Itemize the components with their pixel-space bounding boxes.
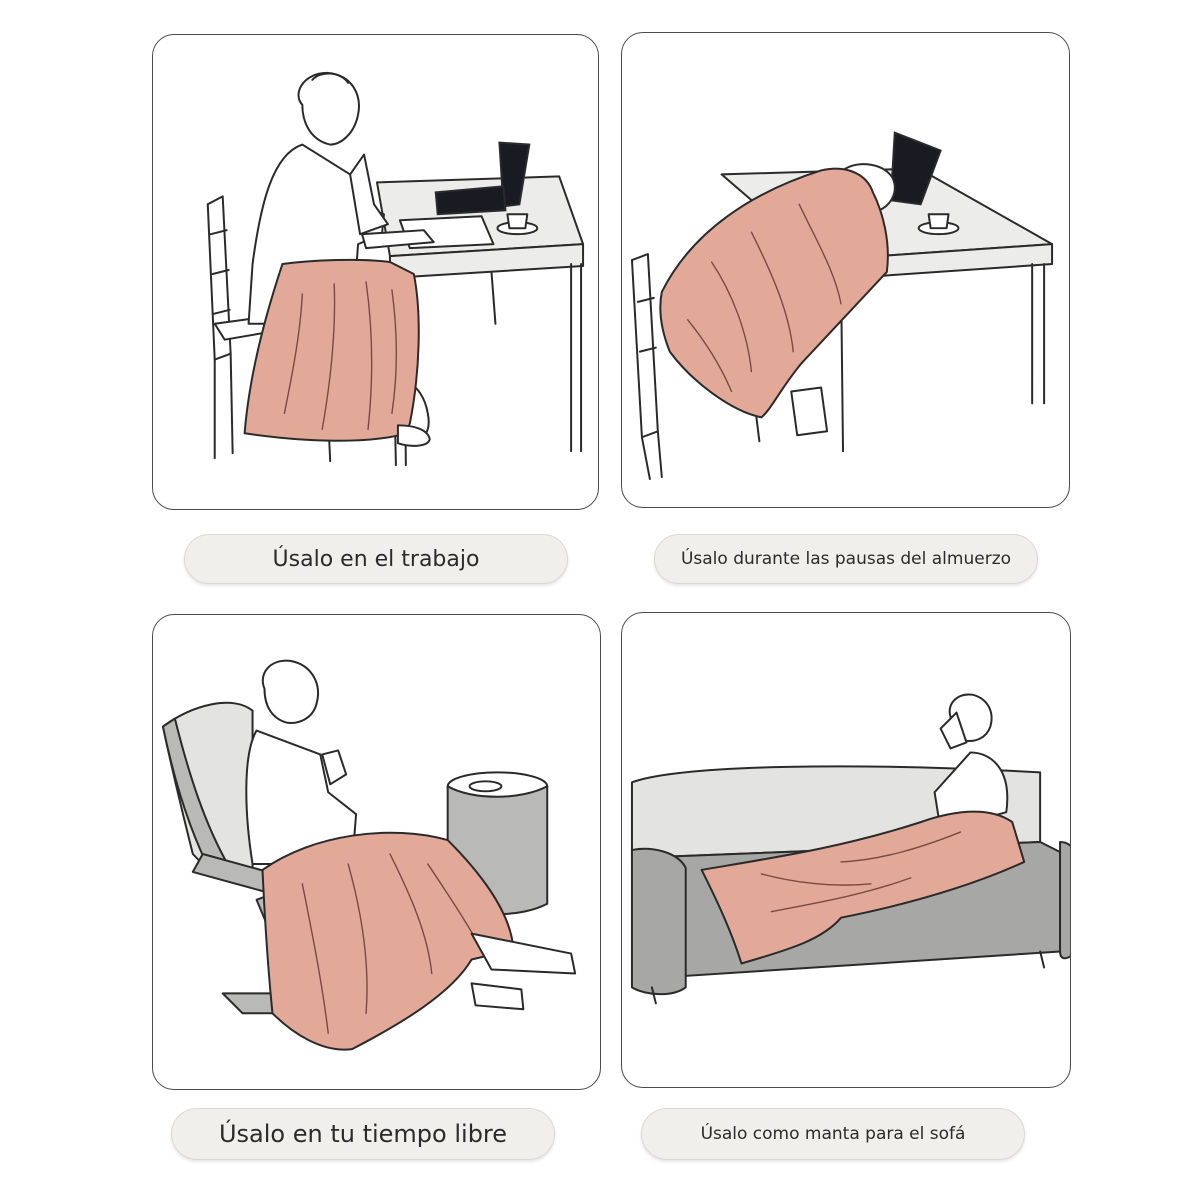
caption-sofa: Úsalo como manta para el sofá (641, 1108, 1025, 1160)
woman-relaxing (245, 659, 358, 865)
foot (470, 982, 525, 1011)
legs (790, 386, 829, 437)
caption-free-time: Úsalo en tu tiempo libre (171, 1108, 555, 1160)
free-time-scene (161, 659, 577, 1051)
blanket (243, 258, 420, 442)
illustration-lunch (621, 32, 1070, 508)
bowl (468, 780, 503, 793)
laptop (434, 141, 531, 216)
blanket (700, 810, 1026, 965)
sofa-scene (630, 693, 1070, 1005)
foot (396, 424, 431, 447)
illustration-sofa (621, 612, 1071, 1088)
mug (321, 749, 348, 786)
coffee-cup (917, 213, 960, 236)
blanket (261, 831, 515, 1051)
coffee-cup (496, 213, 539, 236)
blanket (659, 167, 889, 419)
illustration-free-time (152, 614, 601, 1090)
work-scene (206, 71, 585, 467)
lunch-scene (630, 131, 1054, 481)
caption-work: Úsalo en el trabajo (184, 534, 568, 584)
caption-lunch: Úsalo durante las pausas del almuerzo (654, 534, 1038, 584)
leg (470, 932, 577, 975)
woman-on-sofa (933, 693, 1009, 832)
illustration-work (152, 34, 599, 510)
